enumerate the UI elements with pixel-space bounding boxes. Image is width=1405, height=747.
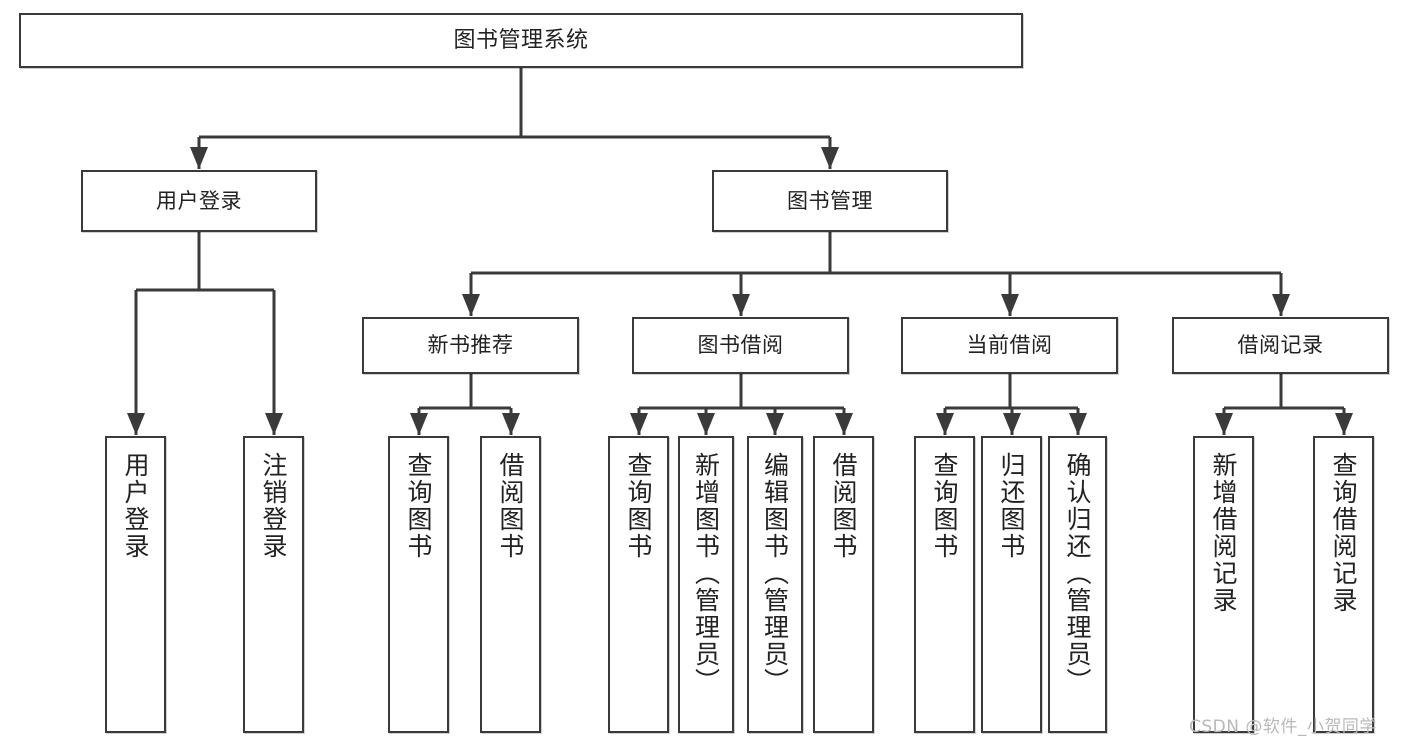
arrow-head-icon bbox=[502, 413, 520, 435]
node-f-bb-add[interactable]: 新增图书（管理员） bbox=[678, 436, 734, 733]
arrow-head-icon bbox=[265, 413, 283, 435]
node-label: 图书管理系统 bbox=[453, 27, 589, 53]
node-label: 新增图书（管理员） bbox=[691, 452, 721, 695]
arrow-head-icon bbox=[1003, 413, 1021, 435]
node-f-bb-borrow[interactable]: 借阅图书 bbox=[813, 436, 874, 733]
arrow-head-icon bbox=[1272, 294, 1290, 316]
node-label: 图书借阅 bbox=[697, 333, 784, 358]
arrow-head-icon bbox=[630, 413, 648, 435]
arrow-head-icon bbox=[1215, 413, 1233, 435]
node-root[interactable]: 图书管理系统 bbox=[19, 13, 1023, 68]
arrow-head-icon bbox=[410, 413, 428, 435]
node-s-current[interactable]: 当前借阅 bbox=[901, 317, 1118, 374]
node-label: 注销登录 bbox=[259, 452, 288, 560]
arrow-head-icon bbox=[127, 413, 145, 435]
node-f-user-login[interactable]: 用户登录 bbox=[105, 436, 166, 733]
arrow-head-icon bbox=[936, 413, 954, 435]
arrow-head-icon bbox=[1335, 413, 1353, 435]
node-f-user-logout[interactable]: 注销登录 bbox=[243, 436, 304, 733]
node-f-cb-return[interactable]: 归还图书 bbox=[981, 436, 1042, 733]
arrow-head-icon bbox=[697, 413, 715, 435]
node-s-borrow[interactable]: 图书借阅 bbox=[632, 317, 849, 374]
arrow-head-icon bbox=[766, 413, 784, 435]
node-label: 查询图书 bbox=[930, 452, 959, 560]
node-m-user-login[interactable]: 用户登录 bbox=[81, 170, 317, 232]
arrow-head-icon bbox=[835, 413, 853, 435]
arrow-head-icon bbox=[190, 147, 208, 169]
node-label: 新书推荐 bbox=[427, 333, 514, 358]
node-label: 编辑图书（管理员） bbox=[760, 452, 790, 695]
node-s-record[interactable]: 借阅记录 bbox=[1172, 317, 1389, 374]
node-label: 用户登录 bbox=[121, 452, 150, 560]
node-label: 当前借阅 bbox=[966, 333, 1053, 358]
node-label: 查询图书 bbox=[624, 452, 653, 560]
node-label: 归还图书 bbox=[997, 452, 1026, 560]
node-f-rc-add[interactable]: 新增借阅记录 bbox=[1193, 436, 1254, 733]
node-f-cb-confirm[interactable]: 确认归还（管理员） bbox=[1048, 436, 1107, 733]
node-m-book-mgmt[interactable]: 图书管理 bbox=[712, 170, 948, 232]
node-label: 借阅记录 bbox=[1237, 333, 1324, 358]
node-label: 图书管理 bbox=[787, 188, 873, 213]
node-f-rc-query[interactable]: 查询借阅记录 bbox=[1313, 436, 1374, 733]
node-label: 新增借阅记录 bbox=[1209, 452, 1238, 614]
arrow-head-icon bbox=[462, 294, 480, 316]
node-f-bb-query[interactable]: 查询图书 bbox=[608, 436, 669, 733]
node-s-new-book[interactable]: 新书推荐 bbox=[362, 317, 579, 374]
node-f-bb-edit[interactable]: 编辑图书（管理员） bbox=[747, 436, 803, 733]
node-f-cb-query[interactable]: 查询图书 bbox=[914, 436, 975, 733]
node-f-nb-query[interactable]: 查询图书 bbox=[388, 436, 449, 733]
arrow-head-icon bbox=[732, 294, 750, 316]
node-label: 借阅图书 bbox=[829, 452, 858, 560]
arrow-head-icon bbox=[1001, 294, 1019, 316]
node-label: 确认归还（管理员） bbox=[1063, 452, 1092, 695]
node-label: 借阅图书 bbox=[496, 452, 525, 560]
node-label: 查询借阅记录 bbox=[1329, 452, 1358, 614]
arrow-head-icon bbox=[1069, 413, 1087, 435]
arrow-head-icon bbox=[821, 147, 839, 169]
node-label: 用户登录 bbox=[156, 188, 242, 213]
node-label: 查询图书 bbox=[404, 452, 433, 560]
node-f-nb-borrow[interactable]: 借阅图书 bbox=[480, 436, 541, 733]
